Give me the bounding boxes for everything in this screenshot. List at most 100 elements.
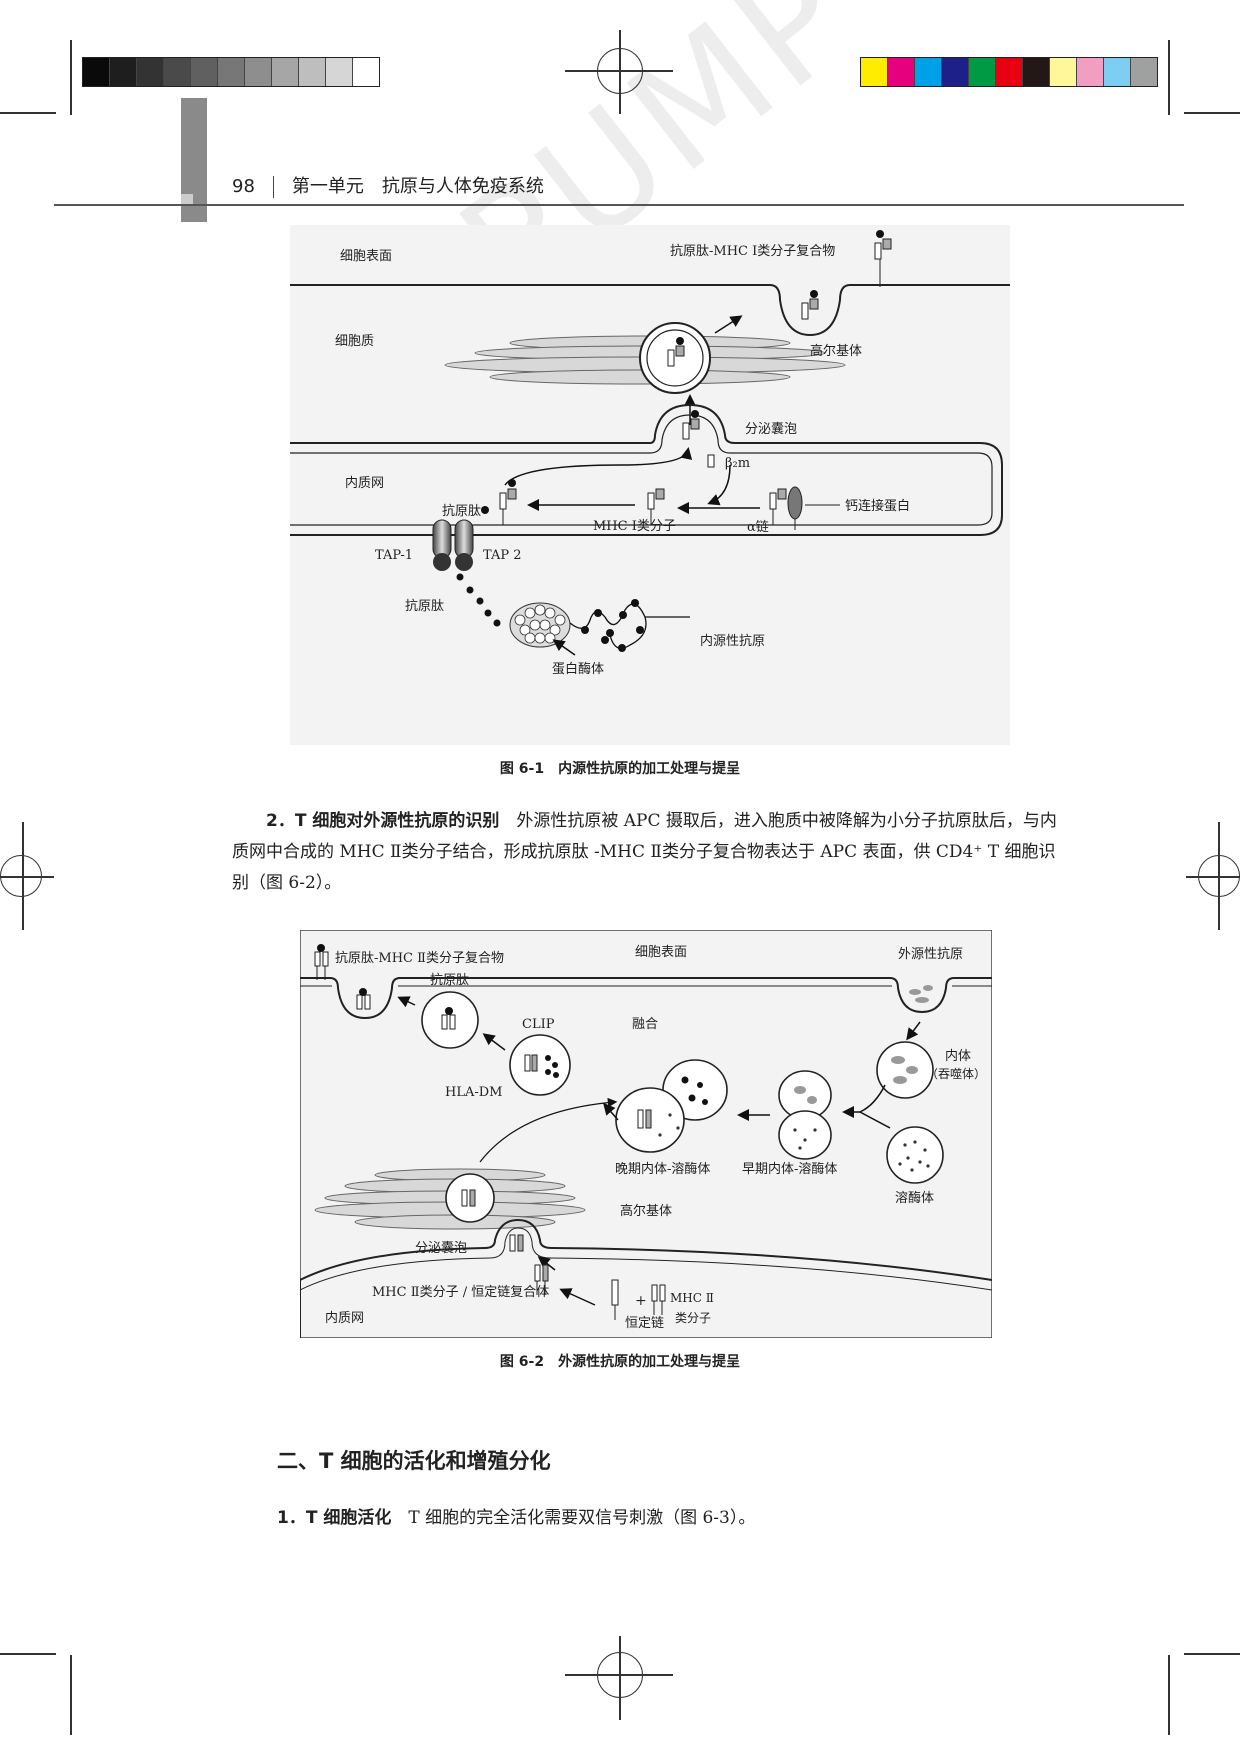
surface-mhc-i-complex-icon [801,290,819,320]
fig2-label-fusion: 融合 [632,1017,658,1032]
figure-6-2-caption-label: 图 6-2 [499,1354,545,1370]
cell-membrane [290,284,1010,337]
crop-mark [1168,1655,1170,1735]
peptide-dots [456,573,501,627]
color-swatch [83,58,110,86]
subsection-t-cell-activation: 1．T 细胞活化 T 细胞的完全活化需要双信号刺激（图 6-3）。 [277,1503,755,1528]
fusion-late-endosome-icon [615,1059,728,1153]
golgi-vesicle [639,322,711,394]
figure-6-1: 细胞表面 抗原肽-MHC Ⅰ类分子复合物 细胞质 高尔基体 分泌囊泡 内质网 β… [290,225,1010,745]
proteasome-icon [509,602,571,648]
mhc-ii-molecule-icon [651,1284,666,1315]
pit-mhc-ii-complex-icon [356,988,371,1010]
color-swatch [888,58,915,86]
color-swatch [1023,58,1050,86]
fig1-label-tap1: TAP-1 [375,548,413,563]
crop-mark [70,1655,72,1735]
endogenous-antigen-chain [569,603,690,649]
section-title: 二、T 细胞的活化和增殖分化 [277,1449,551,1473]
er-membrane-inner [290,414,993,526]
fig2-label-hla-dm: HLA-DM [445,1085,502,1100]
cell-membrane [300,977,992,1020]
fig1-label-er: 内质网 [345,475,384,491]
page-number: 98 [232,176,255,197]
fig1-label-calnexin: 钙连接蛋白 [845,498,910,514]
vesicle-mhc-i-icon [682,410,700,440]
fig1-label-cytoplasm: 细胞质 [335,334,374,349]
fig2-label-early-endo: 早期内体-溶酶体 [742,1161,837,1177]
fig2-label-golgi: 高尔基体 [620,1203,672,1219]
fig1-label-peptide-2: 抗原肽 [405,599,444,614]
fig2-label-peptide: 抗原肽 [430,973,469,988]
registration-mark-line [619,30,621,114]
crop-mark [1184,112,1240,114]
fig2-label-cell-surface: 细胞表面 [635,945,687,960]
lysosome-icon [886,1126,944,1184]
color-swatch [164,58,191,86]
antigen-beads [581,599,644,652]
mhc-i-complex-icon [667,337,685,367]
color-swatch [218,58,245,86]
fig2-label-mhc-ii-complex: MHC Ⅱ类分子 / 恒定链复合体 [372,1285,549,1300]
fig1-label-secretory-vesicle: 分泌囊泡 [745,421,797,437]
color-swatch [1077,58,1104,86]
fig2-label-late-endo: 晚期内体-溶酶体 [615,1161,710,1177]
peptide-dot [481,506,489,514]
crop-mark [0,112,56,114]
fig1-label-complex: 抗原肽-MHC Ⅰ类分子复合物 [670,244,835,259]
er-loaded-mhc-i-icon [499,479,517,525]
figure-6-1-caption-label: 图 6-1 [499,761,545,777]
fig2-label-endosome: 内体 [945,1048,971,1064]
color-swatch [353,58,379,86]
fig2-label-clip: CLIP [522,1017,555,1032]
figure-6-2-caption: 图 6-2 外源性抗原的加工处理与提呈 [0,1351,1240,1371]
color-swatch [137,58,164,86]
registration-mark-line [0,876,54,878]
crop-mark [1184,1653,1240,1655]
color-swatch [942,58,969,86]
early-endosome-lysosome-icon [778,1070,832,1160]
gray-scale-bar [82,57,380,87]
color-swatch [272,58,299,86]
color-swatch [110,58,137,86]
fig2-label-mhc-ii-b: 类分子 [675,1311,711,1325]
header-separator [272,176,274,198]
color-swatch [245,58,272,86]
er-membrane-outer [290,403,1003,536]
endosome-icon [876,1041,934,1099]
b2m-icon [707,454,715,468]
fig1-label-tap2: TAP 2 [483,548,522,563]
fig1-label-peptide: 抗原肽 [442,504,481,519]
figure-6-2-caption-text: 外源性抗原的加工处理与提呈 [558,1354,741,1370]
color-swatch [299,58,326,86]
fig2-label-phagosome: （吞噬体） [926,1066,986,1081]
registration-mark-line [1218,822,1220,930]
color-swatch [1050,58,1077,86]
fig2-label-plus: + [635,1293,647,1309]
color-swatch [969,58,996,86]
registration-mark-line [1186,876,1240,878]
fig2-label-exogenous-antigen: 外源性抗原 [898,947,963,962]
paragraph-lead: 2．T 细胞对外源性抗原的识别 [266,811,500,831]
tap-transporter-icon [432,519,474,571]
color-swatch [1104,58,1131,86]
fig1-label-proteasome: 蛋白酶体 [552,661,604,677]
fig1-label-endogenous-antigen: 内源性抗原 [700,633,765,649]
color-swatch [326,58,353,86]
fig2-label-invariant-chain: 恒定链 [625,1316,664,1331]
chapter-tab-mark [181,194,193,206]
empty-mhc-i-icon [647,488,665,525]
fig2-label-complex: 抗原肽-MHC Ⅱ类分子复合物 [335,951,504,966]
color-swatch [996,58,1023,86]
figure-6-1-caption-text: 内源性抗原的加工处理与提呈 [558,761,741,777]
clip-vesicle-icon [509,1034,571,1096]
fig2-label-er: 内质网 [325,1310,364,1326]
fig2-label-secretory-vesicle: 分泌囊泡 [415,1240,467,1256]
alpha-chain-calnexin-icon [769,486,803,530]
header-rule [54,204,1184,206]
registration-mark-line [619,1636,621,1720]
surface-mhc-i-complex-top-icon [874,230,892,287]
figure-6-1-caption: 图 6-1 内源性抗原的加工处理与提呈 [0,758,1240,778]
fig1-label-golgi: 高尔基体 [810,343,862,359]
